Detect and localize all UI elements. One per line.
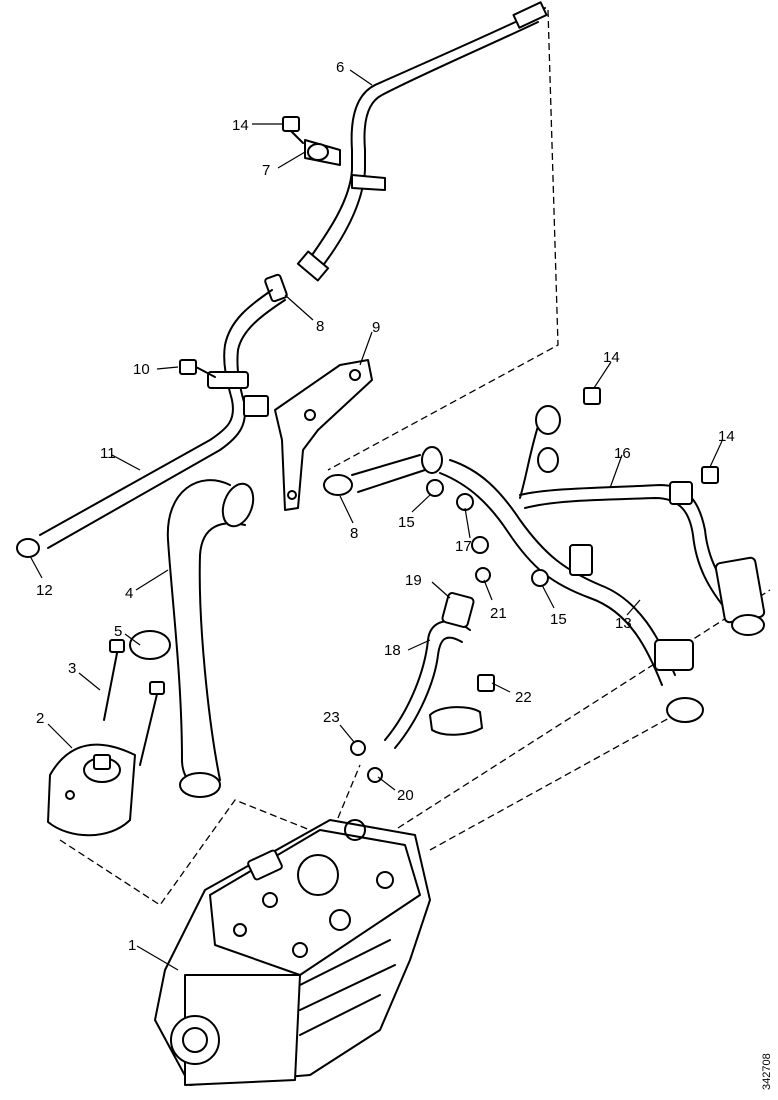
- callout-8-upper: 8: [316, 318, 324, 335]
- callout-15-left: 15: [398, 514, 415, 531]
- callout-16: 16: [614, 445, 631, 462]
- callout-5: 5: [114, 623, 122, 640]
- air-compressor: [154, 819, 431, 1086]
- callout-8-lower: 8: [350, 525, 358, 542]
- callout-19: 19: [405, 572, 422, 589]
- callout-3: 3: [68, 660, 76, 677]
- thermostat-housing: [47, 743, 136, 837]
- callout-14-left: 14: [232, 117, 249, 134]
- callout-14-center: 14: [603, 349, 620, 366]
- pipe-clamp: [282, 116, 386, 191]
- callout-9: 9: [372, 319, 380, 336]
- callout-18: 18: [384, 642, 401, 659]
- callout-6: 6: [336, 59, 344, 76]
- callout-23: 23: [323, 709, 340, 726]
- mounting-screw-10: [179, 359, 216, 378]
- callout-labels: 1 2 3 4 5 6 7 8 8 9 10 11 12 13 14 14 14…: [36, 59, 735, 954]
- small-coolant-tube: [350, 536, 495, 783]
- callout-15-right: 15: [550, 611, 567, 628]
- callout-17: 17: [455, 538, 472, 555]
- callout-21: 21: [490, 605, 507, 622]
- callout-20: 20: [397, 787, 414, 804]
- callout-22: 22: [515, 689, 532, 706]
- hose-connector-lower: [323, 446, 443, 496]
- callout-2: 2: [36, 710, 44, 727]
- large-coolant-hose: [166, 479, 255, 798]
- upper-coolant-pipe: [296, 1, 548, 282]
- hose-clamp: [129, 630, 171, 660]
- mounting-bracket: [274, 359, 373, 511]
- callout-leader-lines: [29, 69, 723, 971]
- assembly-guide-lines: [59, 9, 771, 906]
- hose-end-ring: [16, 538, 40, 558]
- callout-1: 1: [128, 937, 136, 954]
- right-coolant-pipes: [439, 405, 766, 723]
- callout-12: 12: [36, 582, 53, 599]
- reference-code: 342708: [761, 1053, 773, 1090]
- callout-14-right: 14: [718, 428, 735, 445]
- callout-11: 11: [100, 445, 116, 462]
- callout-4: 4: [125, 585, 133, 602]
- callout-7: 7: [262, 162, 270, 179]
- callout-10: 10: [133, 361, 150, 378]
- lower-coolant-pipe: [39, 289, 286, 549]
- hose-connector-upper: [264, 273, 288, 303]
- bolts: [103, 639, 165, 766]
- callout-13: 13: [615, 615, 632, 632]
- nuts-and-washers: [426, 387, 719, 587]
